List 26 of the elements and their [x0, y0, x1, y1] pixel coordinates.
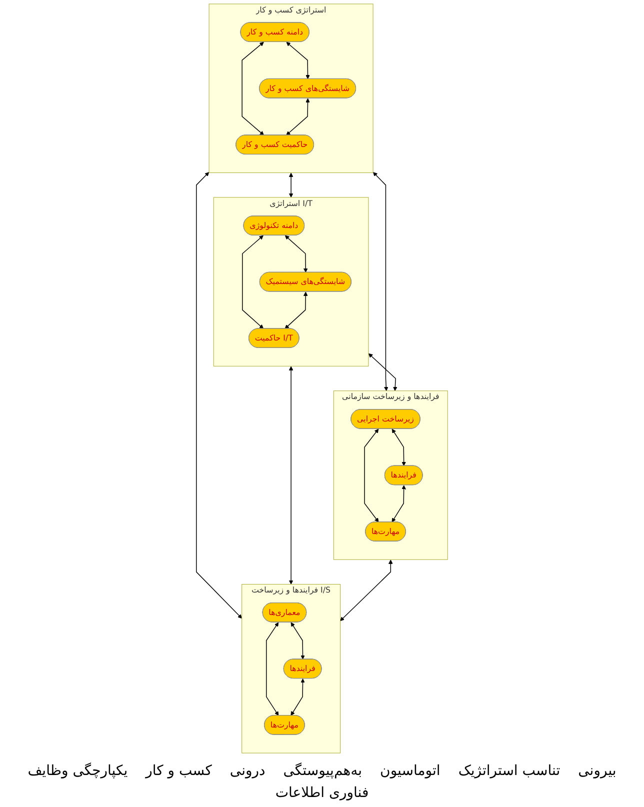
axis-label: بیرونی	[578, 763, 616, 779]
arrow	[242, 235, 264, 329]
arrow	[284, 235, 308, 273]
arrow	[290, 678, 305, 716]
arrow	[288, 172, 294, 198]
arrow	[364, 428, 379, 522]
arrow	[286, 42, 310, 80]
axis-label: به‌هم‌پیوستگی	[283, 763, 362, 779]
arrow	[368, 353, 398, 392]
axis-label: یکپارچگی وظایف	[28, 763, 128, 779]
arrow	[372, 172, 388, 392]
axis-label: فناوری اطلاعات	[275, 785, 369, 801]
arrow	[392, 485, 406, 522]
arrow	[286, 98, 310, 136]
axis-label: کسب و کار	[146, 763, 212, 779]
arrow	[288, 366, 294, 584]
arrow	[340, 560, 393, 622]
arrow	[196, 172, 242, 619]
arrow	[290, 622, 305, 660]
arrow	[284, 292, 308, 329]
arrow	[392, 428, 406, 466]
arrow	[266, 622, 279, 716]
axis-label: تناسب استراتژیک	[458, 763, 560, 779]
axis-label: اتوماسیون	[380, 763, 440, 779]
arrow	[242, 42, 264, 136]
axis-label: درونی	[230, 763, 266, 779]
